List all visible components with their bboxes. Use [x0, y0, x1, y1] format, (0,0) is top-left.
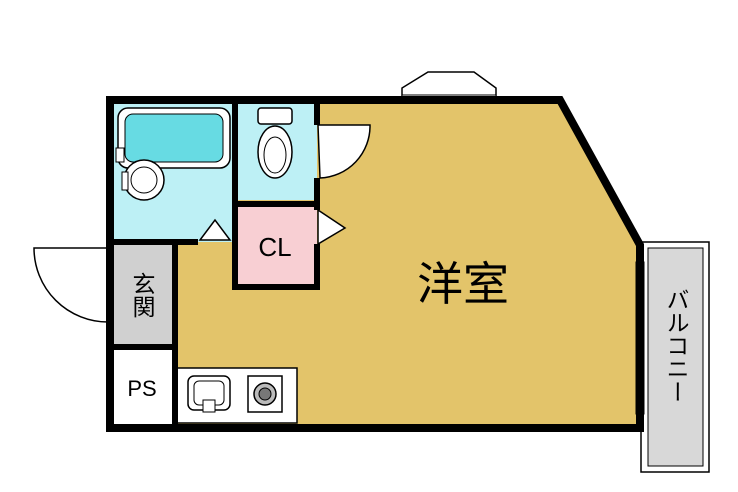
washbasin-bowl: [130, 166, 158, 194]
toilet-tank-icon: [257, 107, 293, 125]
entrance-label: 玄関: [129, 272, 155, 318]
closet-area: [235, 207, 317, 287]
washbasin-mount: [121, 171, 129, 191]
bath-faucet-icon: [115, 147, 125, 163]
closet-label: CL: [258, 232, 291, 262]
outer-wall: [106, 96, 644, 432]
western-room-label: 洋室: [417, 258, 509, 310]
balcony-floor: [647, 247, 704, 467]
bath-door-swing: [198, 218, 232, 241]
closet-door-swing: [317, 208, 347, 246]
balcony-label: バルコニー: [663, 288, 689, 403]
entrance-door-swing: [33, 247, 109, 323]
pipe-space-label: PS: [127, 376, 156, 401]
pipe-space-area: [110, 350, 172, 428]
kitchen-faucet: [202, 399, 216, 413]
toilet-seat: [263, 136, 287, 174]
bathtub-water: [124, 113, 224, 163]
toilet-door-swing: [317, 124, 371, 179]
stove-burner-inner: [258, 387, 272, 401]
entrance-area: [110, 245, 172, 345]
top-window-bay: [401, 71, 497, 96]
interior-walls: [110, 100, 320, 428]
